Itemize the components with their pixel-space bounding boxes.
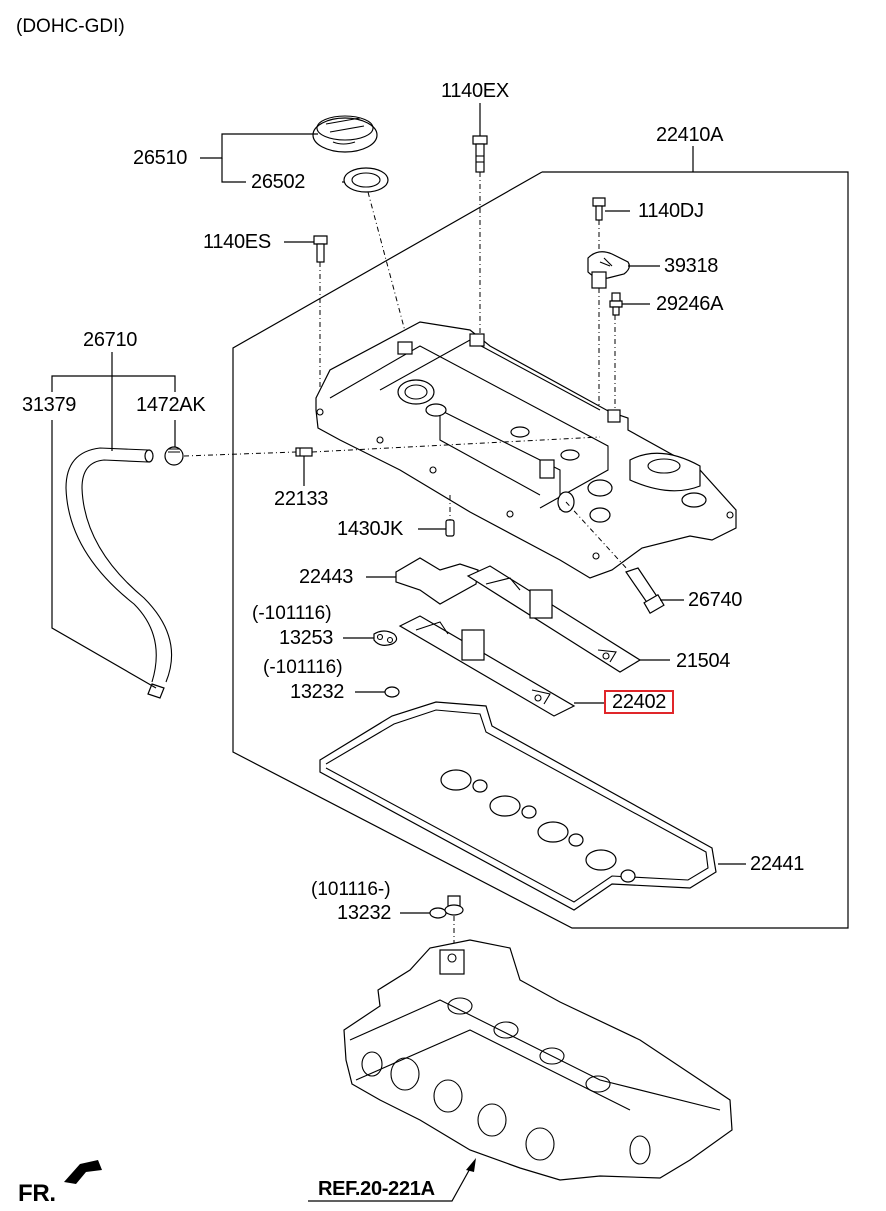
- part-label-26510[interactable]: 26510: [133, 147, 188, 169]
- ref-arrow-icon: [466, 1158, 476, 1172]
- part-label-1140ex[interactable]: 1140EX: [441, 80, 509, 102]
- part-note-13232-upper: (-101116): [263, 657, 343, 678]
- part-label-13232-upper[interactable]: 13232: [290, 681, 345, 703]
- part-label-1430jk[interactable]: 1430JK: [337, 518, 404, 540]
- dowel-pin-icon: [445, 519, 455, 537]
- assembly-outline-22410a: [232, 146, 849, 929]
- part-label-1472ak[interactable]: 1472AK: [136, 394, 206, 416]
- diagram-title: (DOHC-GDI): [16, 16, 125, 37]
- hose-clamp-icon: [164, 446, 184, 466]
- seal-13232-lower-icon: [429, 907, 447, 919]
- part-label-13253[interactable]: 13253: [279, 627, 334, 649]
- pcv-hose-icon: [65, 447, 173, 699]
- part-note-13232-lower: (101116-): [311, 879, 391, 900]
- part-label-31379[interactable]: 31379: [22, 394, 77, 416]
- part-label-29246a[interactable]: 29246A: [656, 293, 724, 315]
- front-indicator-label: FR.: [18, 1180, 56, 1207]
- part-label-22133[interactable]: 22133: [274, 488, 329, 510]
- seal-13232-icon: [384, 686, 400, 698]
- part-label-22402-highlighted[interactable]: 22402: [604, 690, 675, 714]
- part-label-22410a[interactable]: 22410A: [656, 124, 724, 146]
- bolt-1140ex-icon: [472, 135, 488, 173]
- part-label-22441[interactable]: 22441: [750, 853, 805, 875]
- cylinder-head-cover-icon: [315, 321, 737, 579]
- baffle-plate-22402-icon: [398, 615, 576, 717]
- bolt-1140es-icon: [313, 235, 328, 263]
- part-label-39318[interactable]: 39318: [664, 255, 719, 277]
- reference-link[interactable]: REF.20-221A: [318, 1178, 435, 1200]
- injector-icon: [625, 567, 665, 615]
- gasket-22443-icon: [395, 557, 479, 605]
- head-cover-gasket-icon: [319, 701, 717, 911]
- bolt-1140dj-icon: [592, 197, 606, 221]
- part-label-1140dj[interactable]: 1140DJ: [638, 200, 704, 222]
- part-label-26710[interactable]: 26710: [83, 329, 138, 351]
- front-arrow-icon: [64, 1160, 102, 1184]
- cam-position-sensor-icon: [587, 251, 630, 289]
- part-label-26502[interactable]: 26502: [251, 171, 306, 193]
- plug-icon: [444, 895, 464, 916]
- part-note-13253: (-101116): [252, 603, 332, 624]
- cylinder-head-icon: [343, 939, 733, 1181]
- part-label-22443[interactable]: 22443: [299, 566, 354, 588]
- sensor-29246a-icon: [609, 292, 623, 316]
- part-label-21504[interactable]: 21504: [676, 650, 731, 672]
- oil-filler-cap-icon: [312, 115, 378, 153]
- seal-13253-icon: [373, 630, 398, 646]
- pcv-valve-icon: [295, 447, 313, 457]
- part-label-1140es[interactable]: 1140ES: [203, 231, 271, 253]
- part-label-13232-lower[interactable]: 13232: [337, 902, 392, 924]
- part-label-26740[interactable]: 26740: [688, 589, 743, 611]
- baffle-plate-21504-icon: [466, 565, 642, 673]
- cap-gasket-icon: [343, 167, 389, 193]
